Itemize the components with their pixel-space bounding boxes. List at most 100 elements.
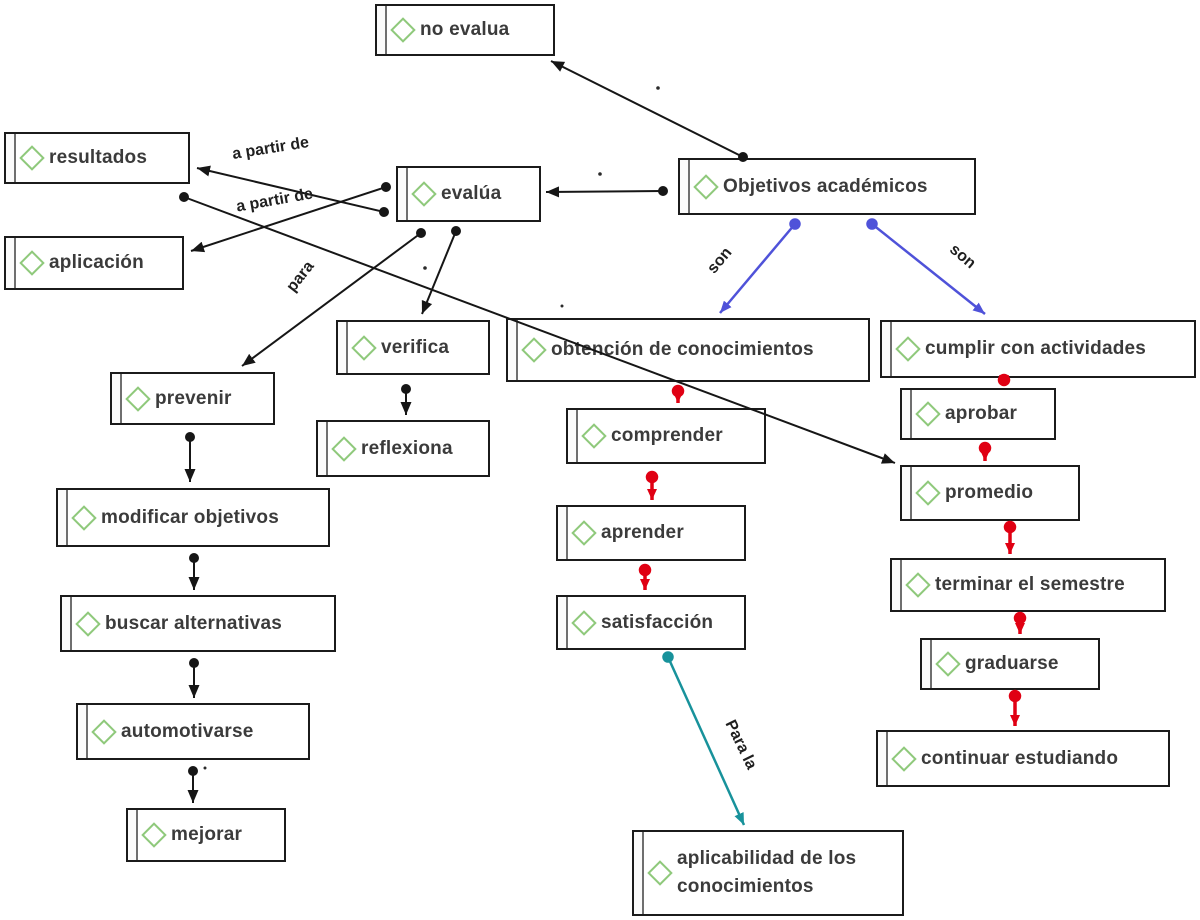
edge-graduarse-to-continuar (1008, 689, 1022, 726)
node-label: verifica (381, 336, 450, 358)
node-objetivos-academicos[interactable]: Objetivos académicos (678, 158, 976, 215)
node-label: reflexiona (361, 437, 453, 459)
diamond-icon (125, 385, 151, 412)
node-label: obtención de conocimientos (551, 339, 814, 360)
node-no-evalua[interactable]: no evalua (375, 4, 555, 56)
node-left-strip (892, 560, 902, 610)
diamond-icon (915, 401, 941, 427)
node-label: prevenir (155, 387, 232, 409)
node-label: no evalua (420, 19, 510, 40)
node-left-strip (508, 320, 518, 380)
node-aprobar[interactable]: aprobar (900, 388, 1056, 440)
diamond-icon (91, 718, 117, 745)
diamond-icon (411, 181, 437, 207)
edge-evalua-to-verifica (421, 226, 461, 315)
node-graduarse[interactable]: graduarse (920, 638, 1100, 690)
edge-modificar-to-buscar (188, 553, 200, 590)
node-label: automotivarse (121, 720, 254, 742)
diamond-icon (141, 822, 167, 848)
node-label: terminar el semestre (935, 574, 1125, 595)
node-mejorar[interactable]: mejorar (126, 808, 286, 862)
node-left-strip (878, 732, 888, 785)
node-left-strip (902, 467, 912, 519)
diamond-icon (895, 336, 921, 362)
node-prevenir[interactable]: prevenir (110, 372, 275, 425)
node-label: Objetivos académicos (723, 175, 928, 197)
diamond-icon (905, 572, 931, 598)
node-left-strip (318, 422, 328, 475)
edge-label-son-right: son (946, 240, 979, 273)
node-left-strip (922, 640, 932, 688)
node-left-strip (882, 322, 892, 376)
node-aplicabilidad[interactable]: aplicabilidad de los conocimientos (632, 830, 904, 916)
node-resultados[interactable]: resultados (4, 132, 190, 184)
diamond-icon (581, 423, 607, 449)
node-label: mejorar (171, 824, 243, 845)
node-label: graduarse (965, 653, 1059, 674)
node-terminar-el-semestre[interactable]: terminar el semestre (890, 558, 1166, 612)
node-aplicacion[interactable]: aplicación (4, 236, 184, 290)
edge-terminar-to-graduarse (1013, 611, 1027, 634)
edge-label-son-left: son (704, 244, 736, 278)
node-left-strip (78, 705, 88, 758)
diamond-icon (331, 435, 357, 462)
diamond-icon (75, 610, 101, 637)
diamond-icon (571, 609, 597, 636)
node-label: comprender (611, 425, 723, 446)
diamond-icon (891, 745, 917, 772)
node-label: aplicación (49, 252, 144, 273)
node-left-strip (377, 6, 387, 54)
diamond-icon (571, 520, 597, 546)
diamond-icon (693, 173, 719, 200)
diamond-icon (647, 860, 673, 886)
diamond-icon (19, 145, 45, 171)
node-label: resultados (49, 147, 148, 168)
node-left-strip (558, 597, 568, 648)
edge-verifica-to-reflexiona (400, 384, 412, 415)
node-reflexiona[interactable]: reflexiona (316, 420, 490, 477)
node-automotivarse[interactable]: automotivarse (76, 703, 310, 760)
node-obtencion-de-conocimientos[interactable]: obtención de conocimientos (506, 318, 870, 382)
edge-prevenir-to-modificar (184, 432, 196, 482)
node-label: aprobar (945, 403, 1018, 424)
node-left-strip (6, 238, 16, 288)
edge-aprender-to-satisfaccion (638, 563, 652, 590)
node-label: evalúa (441, 183, 502, 204)
node-label: buscar alternativas (105, 612, 282, 634)
edge-promedio-to-terminar (1003, 520, 1017, 554)
node-left-strip (680, 160, 690, 213)
node-evalua[interactable]: evalúa (396, 166, 541, 222)
node-left-strip (128, 810, 138, 860)
node-left-strip (62, 597, 72, 650)
edge-obtencion-to-comprender (671, 384, 685, 403)
diamond-icon (390, 17, 416, 43)
node-modificar-objetivos[interactable]: modificar objetivos (56, 488, 330, 547)
node-continuar-estudiando[interactable]: continuar estudiando (876, 730, 1170, 787)
node-left-strip (398, 168, 408, 220)
node-left-strip (112, 374, 122, 423)
node-label: cumplir con actividades (925, 338, 1147, 359)
diamond-icon (71, 504, 97, 531)
edge-label-para-la: Para la (721, 717, 760, 773)
node-left-strip (902, 390, 912, 438)
node-aprender[interactable]: aprender (556, 505, 746, 561)
edge-objetivos-to-obtencion (719, 218, 801, 314)
node-verifica[interactable]: verifica (336, 320, 490, 375)
edge-comprender-to-aprender (645, 470, 659, 500)
edge-objetivos-to-evalua (545, 186, 668, 198)
diamond-icon (915, 480, 941, 506)
node-label: aprender (601, 522, 684, 543)
node-left-strip (58, 490, 68, 545)
node-cumplir-con-actividades[interactable]: cumplir con actividades (880, 320, 1196, 378)
node-label: modificar objetivos (101, 506, 280, 528)
node-left-strip (558, 507, 568, 559)
node-satisfaccion[interactable]: satisfacción (556, 595, 746, 650)
node-buscar-alternativas[interactable]: buscar alternativas (60, 595, 336, 652)
node-label: continuar estudiando (921, 747, 1119, 769)
node-left-strip (6, 134, 16, 182)
edge-objetivos-to-no-evalua (550, 60, 748, 162)
node-comprender[interactable]: comprender (566, 408, 766, 464)
node-label: satisfacción (601, 611, 714, 633)
node-promedio[interactable]: promedio (900, 465, 1080, 521)
edge-label-para: para (283, 258, 318, 296)
